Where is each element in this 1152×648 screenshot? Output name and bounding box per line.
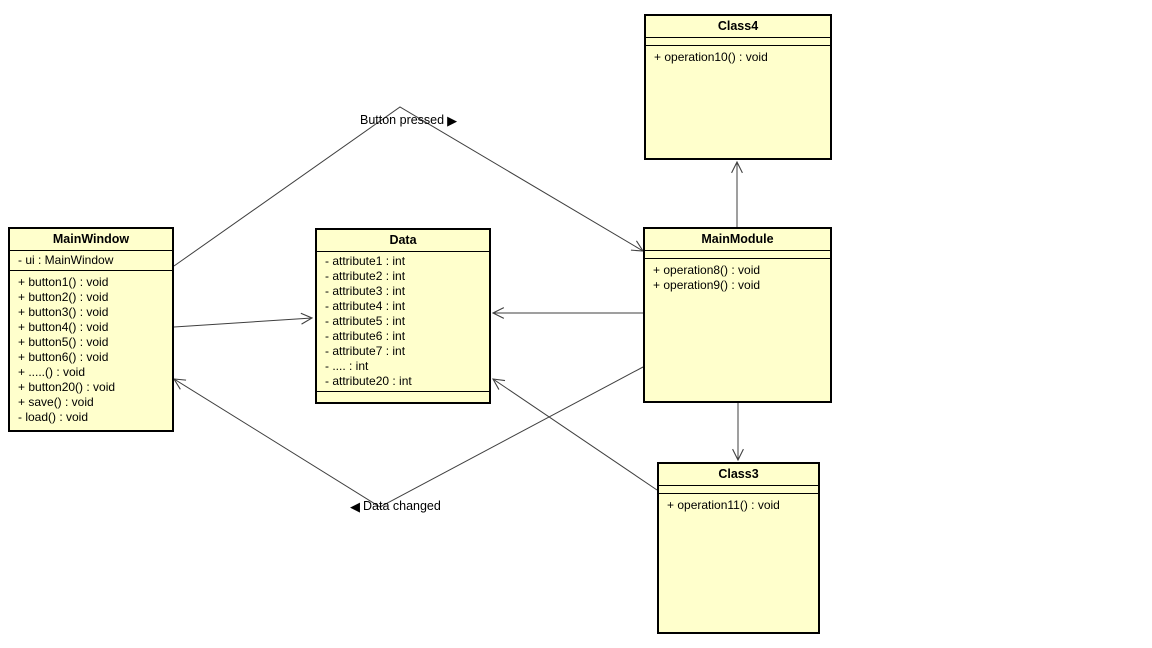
operation-line: + save() : void — [18, 395, 94, 409]
class-attributes-section — [646, 38, 830, 46]
operation-line: + button3() : void — [18, 305, 109, 319]
class-box-data[interactable]: Data - attribute1 : int- attribute2 : in… — [315, 228, 491, 404]
class-attributes-section: - attribute1 : int- attribute2 : int- at… — [317, 252, 489, 392]
operation-line: + operation10() : void — [654, 50, 768, 64]
operation-line: + button20() : void — [18, 380, 116, 394]
class-title: MainModule — [645, 229, 830, 251]
edge-mainwindow-to-data — [173, 318, 312, 328]
attribute-line: - attribute3 : int — [325, 284, 406, 298]
class-box-class3[interactable]: Class3 + operation11() : void — [657, 462, 820, 634]
edge-label-data-changed: ◀ Data changed — [350, 499, 441, 513]
operation-line: + operation8() : void — [653, 263, 761, 277]
operation-line: + button4() : void — [18, 320, 109, 334]
class-operations-section — [317, 392, 489, 402]
class-operations-section: + operation10() : void — [646, 46, 830, 158]
class-attributes-section — [659, 486, 818, 494]
operation-line: + .....() : void — [18, 365, 86, 379]
class-operations-section: + operation11() : void — [659, 494, 818, 632]
edge-label-text: Data changed — [363, 499, 441, 513]
operation-line: + operation11() : void — [667, 498, 780, 512]
class-title: Class3 — [659, 464, 818, 486]
attribute-line: - attribute7 : int — [325, 344, 406, 358]
attribute-line: - ui : MainWindow — [18, 253, 114, 267]
attribute-line: - attribute20 : int — [325, 374, 412, 388]
operation-line: - load() : void — [18, 410, 89, 424]
direction-left-icon: ◀ — [350, 498, 360, 514]
attribute-line: - attribute2 : int — [325, 269, 406, 283]
edge-class3-to-data — [493, 379, 658, 491]
attribute-line: - .... : int — [325, 359, 369, 373]
operation-line: + button1() : void — [18, 275, 109, 289]
class-operations-section: + button1() : void+ button2() : void+ bu… — [10, 271, 172, 430]
edge-data-changed-mainmodule-to-mainwindow — [174, 366, 644, 508]
attribute-line: - attribute4 : int — [325, 299, 406, 313]
attribute-line: - attribute1 : int — [325, 254, 406, 268]
direction-right-icon: ▶ — [447, 112, 458, 128]
operation-line: + button6() : void — [18, 350, 109, 364]
class-title: Data — [317, 230, 489, 252]
class-box-mainmodule[interactable]: MainModule + operation8() : void+ operat… — [643, 227, 832, 403]
class-box-mainwindow[interactable]: MainWindow - ui : MainWindow + button1()… — [8, 227, 174, 432]
attribute-line: - attribute6 : int — [325, 329, 406, 343]
edge-button-pressed-mainwindow-to-mainmodule — [173, 106, 643, 267]
operation-line: + button5() : void — [18, 335, 109, 349]
edge-label-text: Button pressed — [360, 113, 445, 127]
class-box-class4[interactable]: Class4 + operation10() : void — [644, 14, 832, 160]
edge-label-button-pressed: Button pressed ▶ — [360, 113, 457, 127]
attribute-line: - attribute5 : int — [325, 314, 406, 328]
class-title: MainWindow — [10, 229, 172, 251]
operation-line: + button2() : void — [18, 290, 109, 304]
class-title: Class4 — [646, 16, 830, 38]
class-attributes-section — [645, 251, 830, 259]
class-operations-section: + operation8() : void+ operation9() : vo… — [645, 259, 830, 401]
operation-line: + operation9() : void — [653, 278, 761, 292]
class-attributes-section: - ui : MainWindow — [10, 251, 172, 271]
